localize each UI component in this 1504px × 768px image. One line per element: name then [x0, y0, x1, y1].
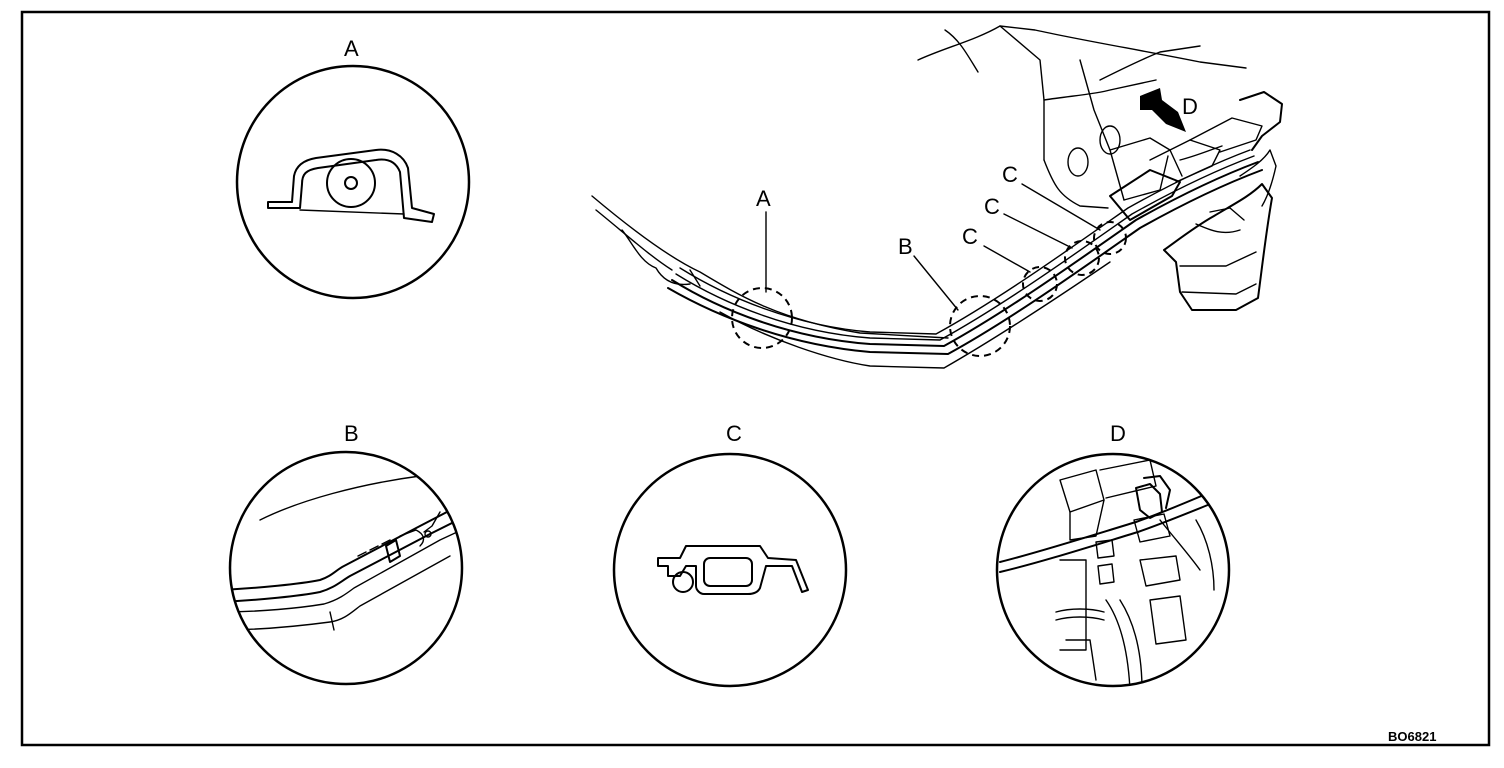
figure-code: BO6821 [1388, 729, 1436, 744]
detail-d: D [995, 421, 1231, 688]
floor-panel-edge [591, 195, 949, 339]
pipe-c [703, 557, 753, 587]
detail-b-circle [228, 450, 464, 686]
detail-a-circle [235, 64, 471, 300]
main-view: A B C C C D [591, 25, 1283, 369]
detail-label-c: C [726, 421, 742, 446]
pipe-line-3 [675, 155, 1255, 341]
detail-c-circle [612, 452, 848, 688]
callout-c2: C [984, 194, 1000, 219]
callout-d: D [1182, 94, 1198, 119]
bracket-assembly [1109, 169, 1181, 221]
callout-a: A [756, 186, 771, 211]
arrow-d-icon [1140, 88, 1186, 132]
leader-c2 [1003, 213, 1073, 249]
detail-b: B [228, 421, 464, 686]
pipe-b-1 [230, 499, 462, 591]
clip-b [385, 539, 401, 563]
leader-c3 [1021, 183, 1101, 231]
pipe-b-2 [230, 513, 462, 603]
detail-circle-c1 [1022, 266, 1058, 302]
detail-circle-c2 [1064, 240, 1100, 276]
detail-circle-b [949, 295, 1011, 357]
pipe-c-round [672, 571, 694, 593]
detail-circle-a [731, 287, 793, 349]
clamp-bracket [267, 148, 435, 223]
callout-c3: C [1002, 162, 1018, 187]
pipe-d-2 [999, 495, 1229, 573]
clip-d [1135, 483, 1163, 519]
leader-c1 [983, 245, 1031, 273]
figure-frame [20, 10, 1491, 747]
pipe-d-1 [999, 483, 1229, 563]
detail-circle-c3 [1093, 221, 1127, 255]
pipe-a-outer [326, 158, 376, 208]
pipe-line-1 [667, 169, 1263, 355]
body-panel [917, 25, 1247, 69]
detail-a: A [235, 36, 471, 300]
detail-label-a: A [344, 36, 359, 61]
crossmember-hole [1067, 147, 1089, 177]
callout-b: B [898, 234, 913, 259]
detail-label-d: D [1110, 421, 1126, 446]
pipe-line-2 [671, 161, 1259, 347]
leader-b [913, 255, 959, 311]
suspension-arm [1163, 183, 1273, 311]
detail-label-b: B [344, 421, 359, 446]
pipe-a-inner [344, 176, 358, 190]
clamp-c [657, 545, 809, 595]
callout-c1: C [962, 224, 978, 249]
detail-c: C [612, 421, 848, 688]
